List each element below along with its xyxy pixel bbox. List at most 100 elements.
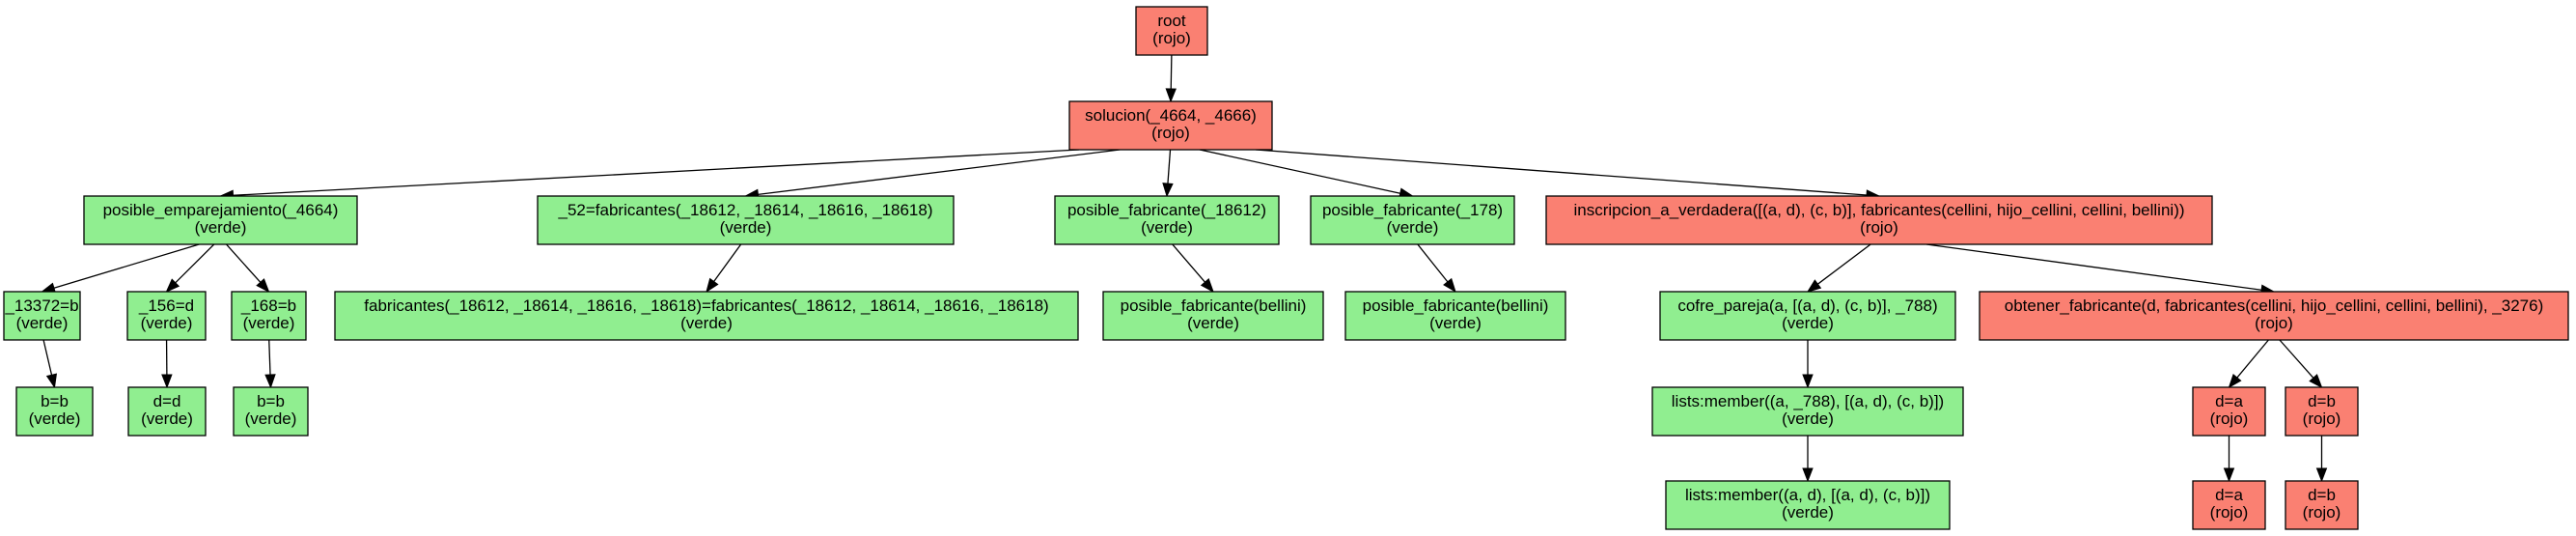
edge-line [1256,149,1868,196]
node-box [1054,195,1280,245]
edge-line [1816,243,1871,285]
edge-n4-n11 [1172,243,1214,294]
edge-line [1172,243,1206,283]
node-box [2285,480,2359,530]
edge-n3-n10 [706,243,742,294]
node-box [126,291,207,341]
node-label: cofre_pareja(a, [(a, d), (c, b)], _788) [1677,296,1937,315]
node-label: b=b [41,392,69,410]
edge-line [1170,54,1173,90]
node-label: lists:member((a, _788), [(a, d), (c, b)]… [1672,392,1944,410]
node-box [127,386,207,437]
node-label: posible_fabricante(_178) [1322,201,1503,219]
edge-line [175,243,215,284]
node-status: (rojo) [1151,124,1190,142]
edge-arrowhead [1802,374,1814,389]
edge-arrowhead [1443,277,1456,294]
node-label: d=d [153,392,181,410]
tree-node-n0: root(rojo) [1135,6,1208,56]
node-label: fabricantes(_18612, _18614, _18616, _186… [364,296,1048,315]
tree-node-n4: posible_fabricante(_18612)(verde) [1054,195,1280,245]
edge-arrowhead [1200,278,1214,294]
node-label: _52=fabricantes(_18612, _18614, _18616, … [557,201,932,219]
edge-arrowhead [706,277,719,294]
node-box [3,291,81,341]
tree-node-n23: d=b(rojo) [2285,480,2359,530]
node-box [1979,291,2569,341]
node-box [2192,480,2266,530]
tree-node-n18: lists:member((a, _788), [(a, d), (c, b)]… [1651,386,1964,437]
node-label: posible_fabricante(bellini) [1363,296,1549,315]
node-status: (verde) [1187,314,1239,332]
node-label: root [1157,12,1186,30]
node-label: _13372=b [4,296,78,315]
node-box [2285,386,2359,437]
edge-n1-n5 [1199,149,1414,199]
node-status: (rojo) [2255,314,2293,332]
node-status: (verde) [29,409,81,428]
edge-arrowhead [45,373,58,389]
tree-node-n10: fabricantes(_18612, _18614, _18616, _186… [334,291,1079,341]
edge-arrowhead [256,278,270,294]
node-box [2192,386,2266,437]
edge-arrowhead [1162,183,1174,198]
node-box [1665,480,1951,530]
tree-node-n17: b=b(verde) [233,386,309,437]
node-label: d=a [2215,392,2243,410]
edge-n19-n22 [2223,436,2235,483]
edge-n7-n15 [42,339,58,389]
node-label: posible_fabricante(bellini) [1121,296,1307,315]
edge-arrowhead [2223,467,2235,483]
node-status: (rojo) [1860,218,1898,237]
node-status: (verde) [141,409,193,428]
edge-n2-n9 [226,243,270,294]
node-status: (rojo) [2303,503,2341,522]
tree-node-n3: _52=fabricantes(_18612, _18614, _18616, … [537,195,955,245]
edge-n5-n12 [1417,243,1456,294]
edge-arrowhead [1802,467,1814,483]
node-label: d=a [2215,486,2243,504]
tree-node-n12: posible_fabricante(bellini)(verde) [1344,291,1566,341]
edge-n9-n17 [264,339,276,389]
node-box [1659,291,1956,341]
node-box [15,386,94,437]
node-box [334,291,1079,341]
edge-line [42,339,53,376]
edge-line [233,149,1080,196]
edge-arrowhead [2309,374,2323,389]
edge-n1-n2 [219,149,1080,201]
node-box [1651,386,1964,437]
edge-n1-n4 [1162,149,1174,198]
node-box [537,195,955,245]
node-label: _156=d [138,296,194,315]
edge-arrowhead [2228,373,2242,389]
edge-n0-n1 [1165,54,1177,103]
edge-line [2279,339,2314,379]
node-box [231,291,307,341]
edge-arrowhead [2315,467,2328,483]
node-box [1545,195,2213,245]
node-status: (verde) [720,218,772,237]
tree-node-n7: _13372=b(verde) [3,291,81,341]
node-label: _168=b [240,296,296,315]
edge-n8-n16 [161,339,173,389]
edge-line [1417,243,1449,283]
node-label: b=b [257,392,285,410]
node-status: (verde) [141,314,193,332]
tree-node-n19: d=a(rojo) [2192,386,2266,437]
node-status: (verde) [243,314,295,332]
node-label: inscripcion_a_verdadera([(a, d), (c, b)]… [1573,201,2184,219]
edge-n6-n13 [1806,243,1871,293]
node-label: obtener_fabricante(d, fabricantes(cellin… [2005,296,2543,315]
node-status: (verde) [1782,503,1834,522]
tree-node-n1: solucion(_4664, _4666)(rojo) [1068,100,1273,151]
node-box [83,195,358,245]
edge-n14-n19 [2228,339,2269,389]
edge-line [758,149,1121,196]
tree-node-n8: _156=d(verde) [126,291,207,341]
node-box [1344,291,1566,341]
edge-n14-n20 [2279,339,2323,389]
node-label: d=b [2308,392,2336,410]
edge-arrowhead [1165,88,1177,103]
edge-arrowhead [165,278,180,293]
